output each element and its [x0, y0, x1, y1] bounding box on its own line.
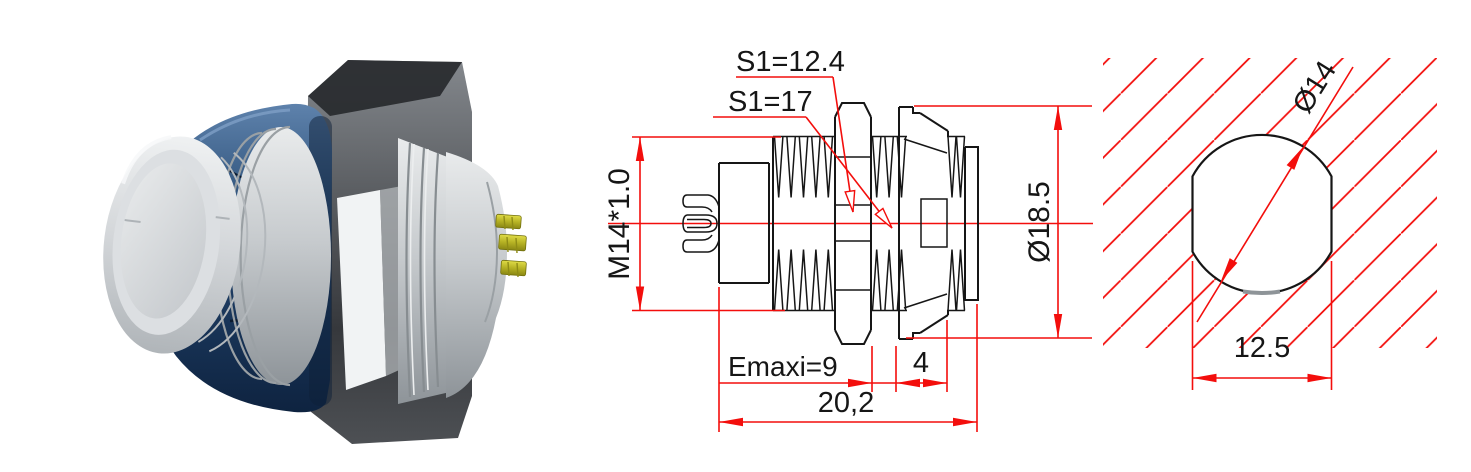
- label-outer-diameter: Ø18.5: [1023, 181, 1056, 263]
- solder-contacts: [682, 194, 720, 253]
- label-emax: Emaxi=9: [728, 351, 838, 382]
- label-s1-hex: S1=17: [728, 86, 813, 118]
- label-thread-spec: M14*1.0: [603, 168, 636, 280]
- front-nose: [103, 135, 267, 354]
- hex-white-facet: [337, 190, 386, 390]
- label-overall-length: 20,2: [818, 387, 874, 419]
- label-s1-nut: S1=12.4: [736, 46, 845, 78]
- cutout-hole: [1191, 133, 1333, 295]
- front-shell: [898, 106, 949, 340]
- panel-cutout-view: Ø14 12.5: [1103, 56, 1437, 390]
- cutout-dimensions: [1191, 66, 1354, 390]
- label-front-length: 4: [913, 347, 929, 379]
- label-flat-width: 12.5: [1234, 332, 1290, 364]
- thread-section-1: [773, 135, 835, 312]
- rear-barrel: [446, 152, 507, 398]
- section-view: S1=12.4 S1=17 M14*1.0 Ø18.5 Emaxi=9 4 20…: [603, 46, 1093, 432]
- dimensions: [632, 76, 1092, 432]
- connector-3d-render: [103, 60, 527, 444]
- front-barrel: [964, 146, 979, 301]
- thread-section-3: [947, 135, 966, 312]
- solder-pins: [495, 213, 527, 278]
